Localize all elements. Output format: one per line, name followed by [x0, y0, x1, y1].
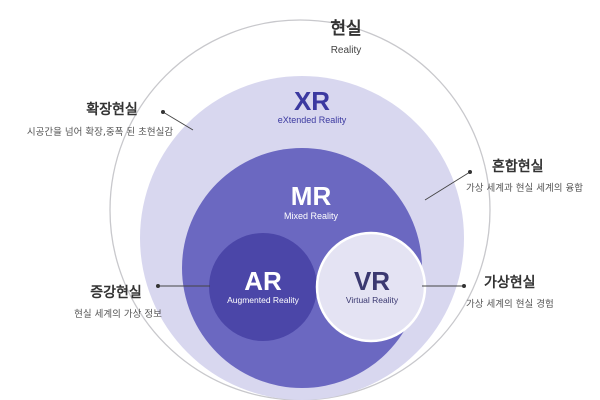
- extended-leader-line: [162, 111, 194, 131]
- augmented-leader-dot: [156, 284, 160, 288]
- mixed-leader-dot: [468, 170, 472, 174]
- ar-abbr: AR: [244, 266, 282, 296]
- mr-full: Mixed Reality: [283, 211, 339, 221]
- xr-abbr: XR: [293, 86, 331, 116]
- augmented-callout-title: 증강현실: [90, 285, 142, 301]
- ar-full: Augmented Reality: [227, 295, 299, 305]
- augmented-callout-desc: 현실 세계의 가상 정보: [74, 309, 162, 320]
- vr-circle: [315, 231, 427, 343]
- reality-title: 현실: [330, 19, 362, 39]
- virtual-callout-desc: 가상 세계의 현실 경험: [466, 299, 554, 310]
- mixed-leader-line: [424, 171, 471, 201]
- mr-abbr: MR: [290, 181, 332, 211]
- xr-full: eXtended Reality: [277, 115, 347, 125]
- vr-full: Virtual Reality: [345, 295, 399, 305]
- extended-callout-title: 확장현실: [86, 102, 138, 118]
- extended-leader-dot: [161, 110, 165, 114]
- vr-abbr: VR: [353, 266, 391, 296]
- reality-subtitle: Reality: [330, 45, 362, 56]
- virtual-leader-dot: [462, 284, 466, 288]
- virtual-callout-title: 가상현실: [484, 275, 536, 291]
- mixed-callout-desc: 가상 세계과 현실 세계의 융합: [466, 183, 583, 194]
- extended-callout-desc: 시공간을 넘어 확장,중폭 된 초현실감: [26, 127, 174, 138]
- mixed-callout-title: 혼합현실: [492, 159, 544, 175]
- ar-circle: [209, 233, 317, 341]
